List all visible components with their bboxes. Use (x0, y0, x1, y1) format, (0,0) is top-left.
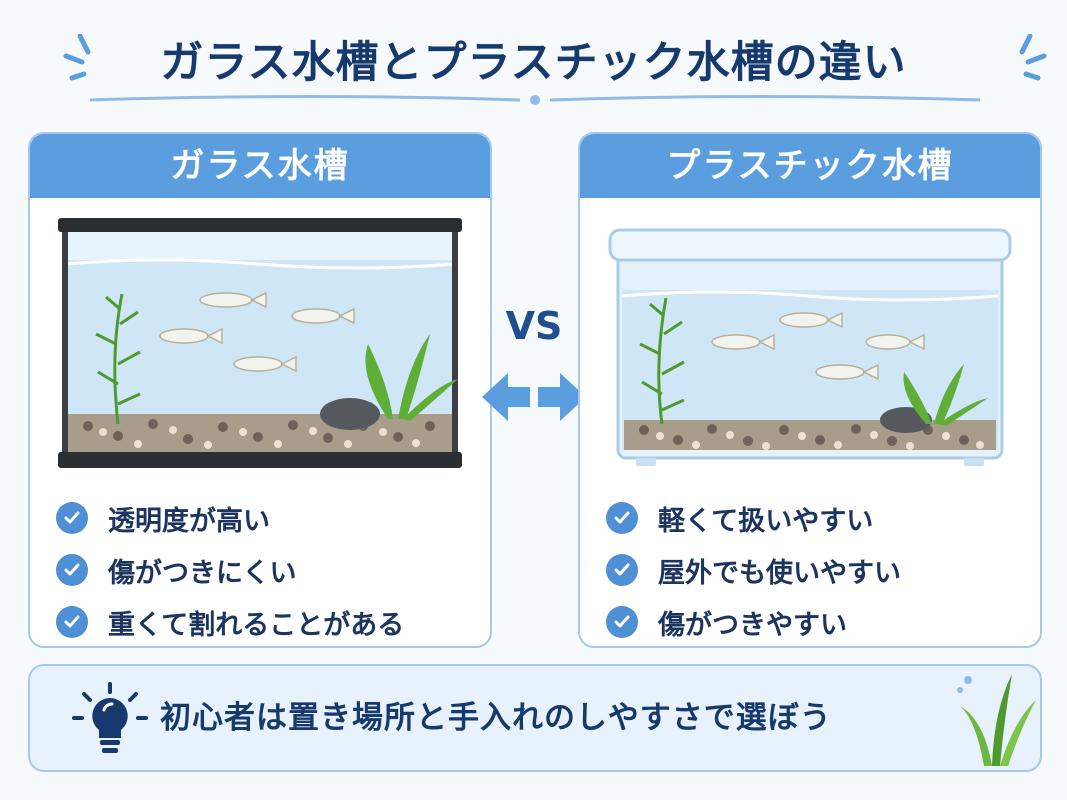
vs-label: VS (505, 304, 563, 348)
plastic-tank-illustration (608, 228, 1012, 466)
glass-tank-panel: ガラス水槽 (28, 132, 492, 648)
water-plant-icon (903, 364, 988, 426)
list-item: 重くて割れることがある (56, 596, 405, 646)
page-title: ガラス水槽とプラスチック水槽の違い (160, 38, 907, 88)
list-item: 透明度が高い (56, 492, 404, 544)
comparison-arrows (482, 373, 586, 421)
arrow-right-icon (538, 373, 586, 421)
glass-tank-illustration (58, 218, 462, 468)
tip-text: 初心者は置き場所と手入れのしやすさで選ぼう (160, 700, 832, 736)
water-plant-icon (95, 293, 141, 425)
list-item: 屋外でも使いやすい (606, 544, 901, 596)
water-plant-icon (365, 334, 458, 421)
plastic-tank-panel: プラスチック水槽 (578, 132, 1042, 648)
feature-text: 傷がつきにくい (108, 557, 297, 589)
feature-text: 軽くて扱いやすい (658, 505, 874, 537)
list-item: 傷がつきやすい (606, 596, 901, 646)
feature-text: 傷がつきやすい (658, 609, 847, 641)
list-item: 傷がつきにくい (56, 544, 404, 596)
tip-banner: 初心者は置き場所と手入れのしやすさで選ぼう (28, 664, 1042, 772)
water-splash-icon (1019, 34, 1047, 81)
light-bulb-icon (72, 682, 148, 753)
feature-text: 重くて割れることがある (108, 609, 405, 641)
glass-feature-list: 透明度が高い 傷がつきにくい 重くて割れることがある (56, 492, 405, 646)
fish-icon (159, 291, 355, 373)
water-plant-icon (639, 297, 685, 425)
title-underline (90, 95, 980, 105)
check-icon (56, 502, 88, 534)
plastic-tank-heading: プラスチック水槽 (580, 134, 1040, 198)
grass-icon (957, 674, 1036, 766)
check-icon (56, 606, 88, 638)
water-splash-icon (63, 34, 91, 81)
glass-tank-heading: ガラス水槽 (30, 134, 490, 198)
feature-text: 屋外でも使いやすい (658, 557, 901, 589)
feature-text: 透明度が高い (108, 505, 270, 537)
check-icon (606, 502, 638, 534)
plastic-feature-list: 軽くて扱いやすい 屋外でも使いやすい 傷がつきやすい (606, 492, 901, 646)
check-icon (56, 554, 88, 586)
check-icon (606, 554, 638, 586)
fish-icon (711, 311, 925, 381)
arrow-left-icon (482, 373, 530, 421)
list-item: 軽くて扱いやすい (606, 492, 901, 544)
check-icon (606, 606, 638, 638)
